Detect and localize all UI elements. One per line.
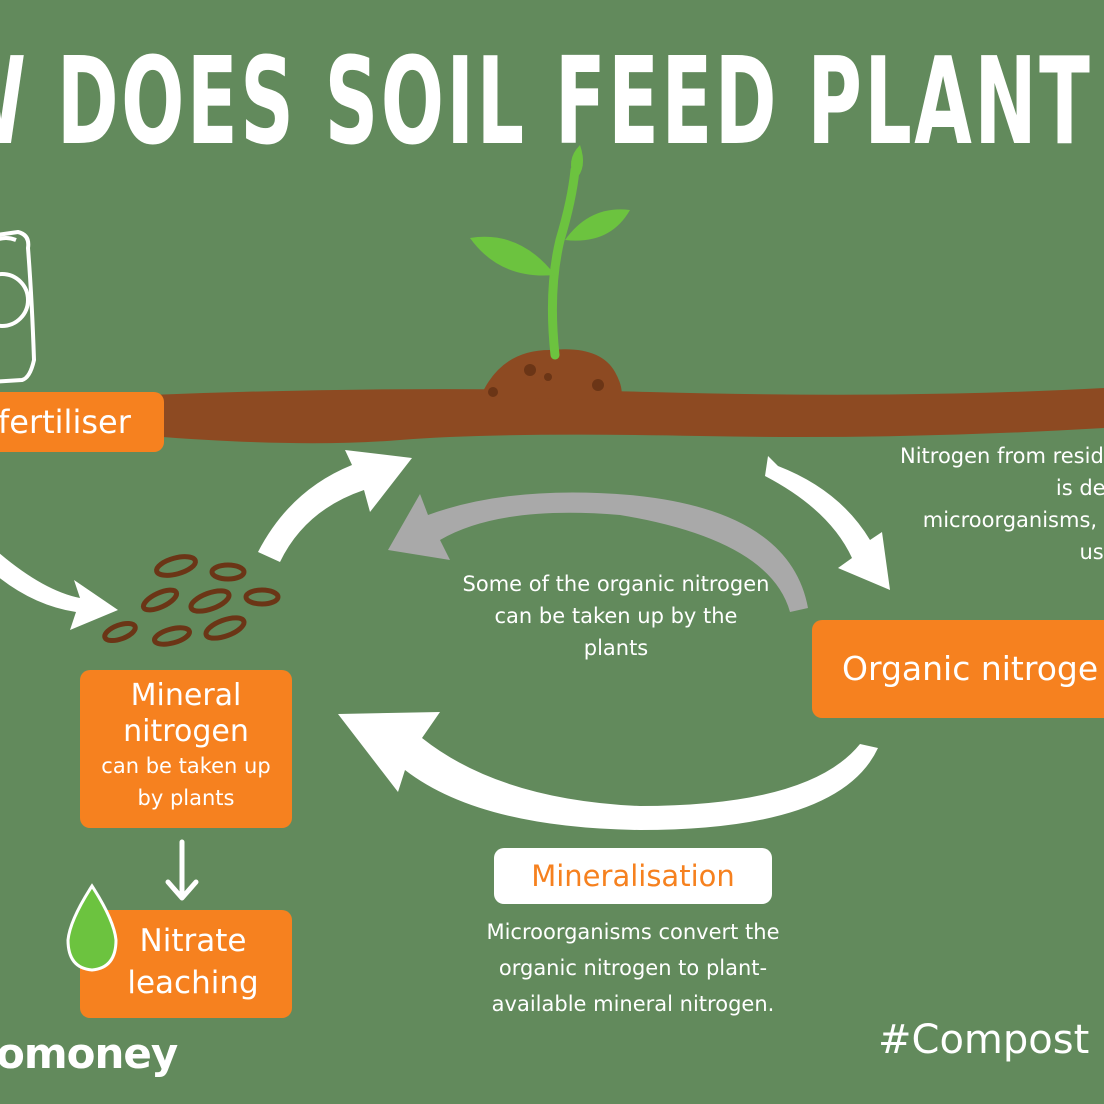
residue-note: Nitrogen from residue is deco microorgan… <box>900 444 1104 564</box>
arrow-plant-to-organic <box>765 456 890 590</box>
mineral-nitrogen-box: Mineral nitrogen can be taken up by plan… <box>80 670 292 828</box>
soil-granules-icon <box>102 554 281 647</box>
soil-strip <box>150 388 1104 444</box>
nitrate-leaching-box: Nitrate leaching <box>80 910 292 1018</box>
hashtag-text: #Compost <box>878 1017 1090 1063</box>
arrow-organic-uptake <box>388 492 808 612</box>
hashtag: #Compost <box>878 1012 1104 1068</box>
mineral-nitrogen-title: Mineral nitrogen <box>123 678 249 749</box>
fertiliser-label: fertiliser <box>0 392 164 452</box>
mineralisation-description: Microorganisms convert the organic nitro… <box>486 920 780 1016</box>
seedling-icon <box>470 145 630 400</box>
organic-uptake-note: Some of the organic nitrogen can be take… <box>462 572 770 660</box>
fertiliser-bag-icon <box>0 230 36 384</box>
arrow-mineralisation <box>338 712 878 830</box>
organic-nitrogen-text: Organic nitroge <box>842 649 1099 688</box>
mineralisation-text: Mineralisation <box>531 859 735 893</box>
brand-text: omoney <box>0 1029 178 1078</box>
organic-nitrogen-box: Organic nitroge <box>812 620 1104 718</box>
fertiliser-text: fertiliser <box>0 403 131 441</box>
mineralisation-label: Mineralisation <box>494 848 772 904</box>
arrow-mineral-to-plant <box>258 450 412 562</box>
nitrate-leaching-text: Nitrate leaching <box>127 923 259 1001</box>
page-title: W DOES SOIL FEED PLANT <box>0 33 1093 172</box>
arrow-mineral-to-nitrate <box>165 839 199 901</box>
arrow-fertiliser-to-mineral <box>0 553 118 630</box>
mineral-nitrogen-subtitle: can be taken up by plants <box>101 754 271 810</box>
brand-logo: omoney <box>0 1024 196 1084</box>
